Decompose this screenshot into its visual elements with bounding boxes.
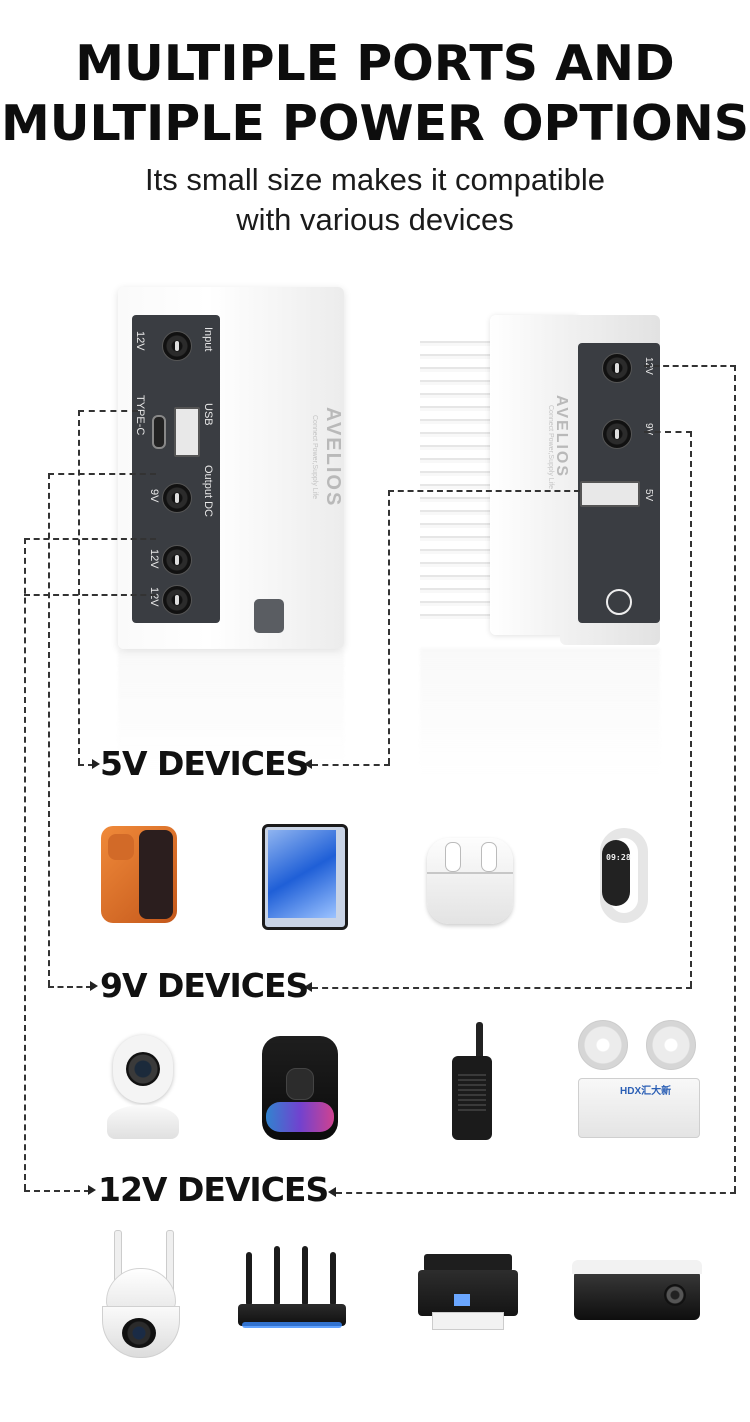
label-right-9v: 9V <box>643 423 654 436</box>
arrow-9v-right <box>304 982 312 992</box>
usb-c-port <box>152 415 166 449</box>
arrow-9v-left <box>90 981 98 991</box>
line-5v-right-top <box>388 490 580 492</box>
port-panel-right: 12V 9V 5V <box>578 343 660 623</box>
printer-icon <box>418 1254 518 1330</box>
category-5v: 5V DEVICES <box>100 744 309 783</box>
emergency-light-icon: HDX汇大新 <box>576 1020 700 1138</box>
lamp-brand-text: HDX汇大新 <box>620 1086 672 1097</box>
dc-12v-port <box>162 545 192 575</box>
walkie-talkie-icon <box>452 1022 492 1140</box>
line-9v-left-bottom <box>48 986 92 988</box>
power-supply-left-view: Input 12V USB TYPE-C Output DC 9V 12V 12… <box>118 287 344 649</box>
label-12v-bottom: 12V <box>148 587 160 607</box>
category-12v: 12V DEVICES <box>98 1170 329 1209</box>
line-12v-left-top <box>24 538 156 540</box>
brand-tagline: Connect Power,Supply Life <box>311 415 318 500</box>
dc-input-port <box>162 331 192 361</box>
brand-logo: AVELIOS <box>322 407 344 508</box>
projector-icon <box>572 1260 702 1320</box>
subtitle-line1: Its small size makes it compatible <box>145 162 605 197</box>
dc-9v-port <box>162 483 192 513</box>
power-icon <box>606 589 632 615</box>
line-9v-right-bottom <box>312 987 692 989</box>
reflection-left <box>118 650 344 770</box>
line-12v-left-vert <box>24 538 26 1190</box>
line-9v-right-vert <box>690 431 692 987</box>
power-button <box>254 599 284 633</box>
label-12v-top: 12V <box>134 331 146 351</box>
label-12v-mid: 12V <box>148 549 160 569</box>
line-12v-right-vert <box>734 365 736 1192</box>
label-right-5v: 5V <box>643 489 654 502</box>
line-5v-left-bottom <box>78 764 94 766</box>
security-camera-icon <box>107 1035 179 1140</box>
label-9v: 9V <box>148 489 160 503</box>
line-12v-right-bottom <box>336 1192 736 1194</box>
line-12v-left-top-2 <box>24 594 156 596</box>
line-12v-right-top <box>644 365 736 367</box>
side-shell: 12V 9V 5V AVELIOS Connect Power,Supply L… <box>547 315 660 645</box>
usb-5v-port <box>580 481 640 507</box>
phone-icon <box>101 826 177 923</box>
ptz-camera-icon <box>100 1230 182 1358</box>
earbuds-icon <box>427 838 513 924</box>
line-9v-left-vert <box>48 473 50 986</box>
usb-a-port <box>174 407 200 457</box>
reflection-right <box>420 648 660 778</box>
brand-logo-right: AVELIOS <box>553 395 570 479</box>
line-12v-left-bottom <box>24 1190 90 1192</box>
dc-12v-port-2 <box>162 585 192 615</box>
arrow-12v-left <box>88 1185 96 1195</box>
label-usb: USB <box>202 403 214 426</box>
line-5v-left-top <box>78 410 138 412</box>
smart-speaker-icon <box>262 1036 338 1140</box>
fitness-band-icon: 09:28 <box>588 828 660 923</box>
line-5v-right-bottom <box>312 764 390 766</box>
line-5v-right-vert <box>388 490 390 764</box>
line-9v-left-top <box>48 473 156 475</box>
brand-tagline-right: Connect Power,Supply Life <box>547 405 554 490</box>
page-title-line1: MULTIPLE PORTS AND <box>75 35 675 92</box>
tablet-icon <box>262 824 348 930</box>
dc-12v-port-right <box>602 353 632 383</box>
port-panel: Input 12V USB TYPE-C Output DC 9V 12V 12… <box>132 315 220 623</box>
category-9v: 9V DEVICES <box>100 966 309 1005</box>
label-typec: TYPE-C <box>134 395 146 436</box>
subtitle-line2: with various devices <box>236 202 514 237</box>
dc-9v-port-right <box>602 419 632 449</box>
line-5v-left-vert <box>78 410 80 764</box>
arrow-5v-left <box>92 759 100 769</box>
line-9v-right-top <box>644 431 692 433</box>
wifi-router-icon <box>238 1246 346 1330</box>
power-supply-right-view: 12V 9V 5V AVELIOS Connect Power,Supply L… <box>420 315 660 645</box>
label-output-dc: Output DC <box>202 465 214 517</box>
label-input: Input <box>202 327 214 352</box>
arrow-12v-right <box>328 1187 336 1197</box>
arrow-5v-right <box>304 759 312 769</box>
page-title-line2: MULTIPLE POWER OPTIONS <box>0 95 750 152</box>
band-time-text: 09:28 <box>606 852 631 862</box>
